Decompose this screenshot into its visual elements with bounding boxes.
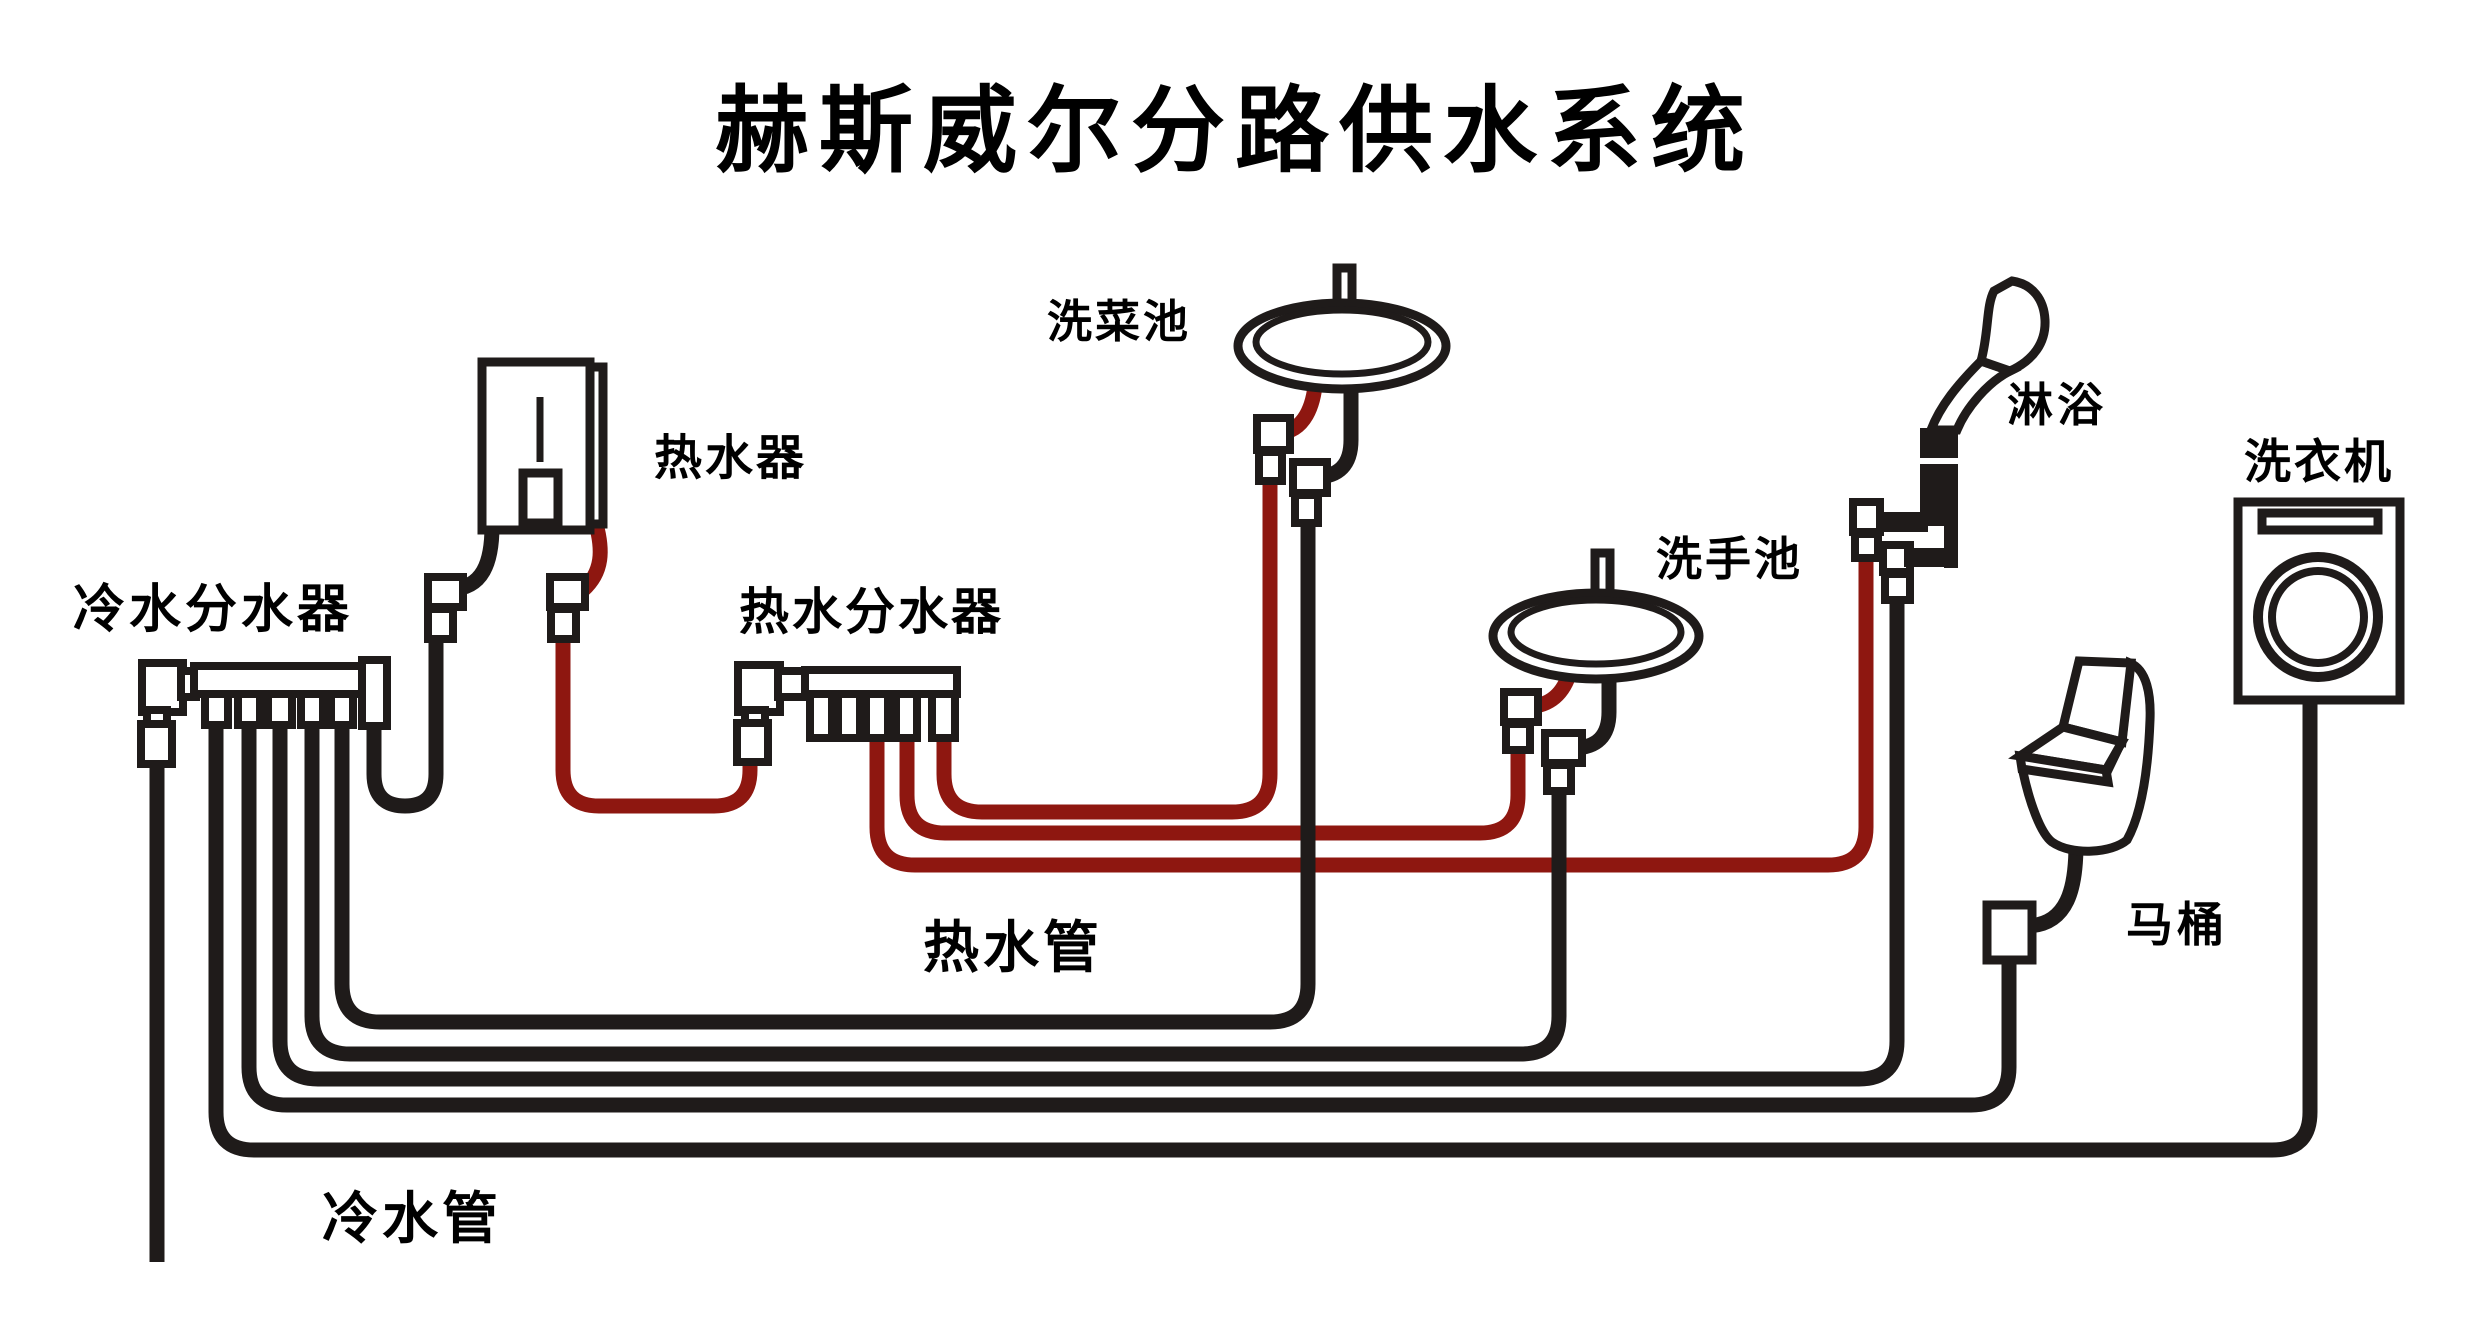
- label-hot-pipe: 热水管: [923, 916, 1103, 981]
- heater-knob: [518, 468, 563, 528]
- toilet-body: [2015, 656, 2155, 856]
- labels: 赫斯威尔分路供水系统 冷水分水器 热水器 热水分水器 洗菜池 洗手池 淋浴 洗衣…: [73, 77, 2394, 1252]
- label-cold-pipe: 冷水管: [322, 1187, 502, 1252]
- cold-manifold-outlet-5: [327, 690, 357, 729]
- kitchen-hot-elbow: [1253, 414, 1294, 454]
- toilet: [2008, 656, 2155, 856]
- basin-hot-valve[interactable]: [1502, 720, 1534, 754]
- hot-manifold-outlet-3: [862, 690, 892, 742]
- fittings: [424, 414, 2037, 965]
- basin-cold-valve[interactable]: [1543, 761, 1575, 795]
- cold-pipe-to-washing-machine: [208, 696, 2318, 1158]
- basin-hot-elbow: [1500, 688, 1542, 726]
- cold-manifold-bar: [190, 662, 368, 698]
- hot-pipe-to-hand-basin: [899, 730, 1526, 841]
- label-washing-machine: 洗衣机: [2244, 435, 2394, 490]
- washer-drum: [2268, 567, 2368, 667]
- cold-water-pipes: [149, 374, 2318, 1262]
- kitchen-cold-valve[interactable]: [1291, 491, 1322, 527]
- toilet-supply-stub: [2027, 843, 2084, 934]
- shower-handle: [1924, 355, 2022, 435]
- hot-manifold-inlet-valve[interactable]: [733, 719, 772, 766]
- cold-manifold-outlet-3: [264, 690, 296, 729]
- heater-side-panel: [585, 362, 608, 529]
- shower-cold-valve[interactable]: [1881, 570, 1914, 604]
- hand-basin: [1488, 548, 1704, 684]
- label-hand-basin: 洗手池: [1656, 532, 1803, 586]
- cold-manifold-outlet-1: [201, 690, 232, 729]
- cold-manifold-endcap: [358, 656, 391, 730]
- heater-cold-elbow: [424, 573, 467, 611]
- label-kitchen-sink: 洗菜池: [1047, 295, 1191, 348]
- hot-manifold-outlet-1: [806, 690, 836, 742]
- cold-pipe-to-toilet: [241, 718, 2017, 1113]
- cold-manifold-inlet-valve[interactable]: [137, 720, 176, 768]
- washing-machine: [2233, 497, 2405, 705]
- heater-cold-valve[interactable]: [424, 605, 457, 643]
- cold-manifold: [137, 656, 391, 768]
- toilet-valve[interactable]: [1982, 900, 2037, 965]
- label-toilet: 马桶: [2126, 898, 2228, 953]
- shower-riser-joint: [1916, 458, 1962, 464]
- label-cold-manifold: 冷水分水器: [73, 580, 353, 640]
- kitchen-cold-elbow: [1289, 458, 1331, 497]
- cold-feed-manifold-to-heater: [366, 634, 444, 814]
- shower: [1876, 276, 2050, 568]
- shower-hot-valve[interactable]: [1851, 530, 1882, 562]
- kitchen-sink: [1233, 263, 1451, 394]
- hot-manifold-outlet-4: [892, 690, 921, 742]
- cold-pipe-to-kitchen-sink: [334, 518, 1316, 1030]
- shower-cold-branch: [1904, 548, 1956, 567]
- basin-cold-elbow: [1541, 729, 1586, 767]
- shower-riser: [1920, 428, 1958, 526]
- washer-panel: [2257, 508, 2383, 535]
- cold-pipe-to-hand-basin: [304, 718, 1567, 1062]
- label-hot-manifold: 热水分水器: [739, 583, 1004, 641]
- shower-hot-elbow: [1849, 498, 1884, 536]
- hot-manifold: [733, 661, 961, 766]
- hot-manifold-outlet-2: [834, 690, 864, 742]
- label-water-heater: 热水器: [654, 430, 807, 486]
- hot-feed-heater-to-manifold: [555, 636, 758, 814]
- kitchen-hot-valve[interactable]: [1255, 448, 1286, 485]
- kitchen-sink-rim: [1252, 306, 1432, 378]
- water-heater: [477, 357, 608, 535]
- shower-hot-branch: [1876, 512, 1928, 532]
- label-shower: 淋浴: [2007, 378, 2107, 432]
- hot-manifold-elbow: [734, 661, 784, 716]
- toilet-seat-rim: [2014, 750, 2114, 788]
- page-title: 赫斯威尔分路供水系统: [715, 77, 1755, 186]
- cold-pipe-to-shower: [272, 596, 1905, 1087]
- heater-hot-valve[interactable]: [547, 605, 580, 643]
- hot-manifold-outlet-5: [928, 690, 959, 742]
- hot-pipe-to-kitchen-sink: [936, 478, 1278, 820]
- cold-manifold-outlet-2: [234, 690, 264, 729]
- cold-manifold-elbow: [138, 659, 187, 716]
- shower-head-icon: [1975, 276, 2050, 376]
- heater-hot-elbow: [546, 573, 589, 611]
- cold-manifold-outlet-4: [297, 690, 327, 729]
- hot-pipe-to-shower: [869, 556, 1874, 873]
- hand-basin-rim: [1507, 596, 1685, 668]
